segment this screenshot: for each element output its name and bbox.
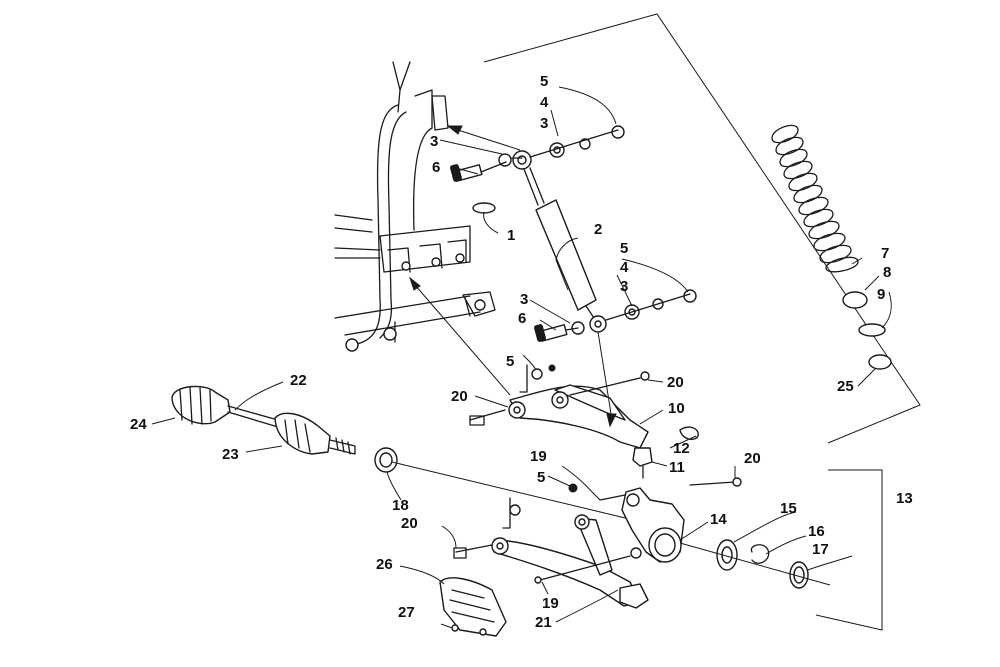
callout-11: 11 <box>669 459 685 476</box>
callout-6: 6 <box>432 159 440 176</box>
callout-18: 18 <box>392 497 409 514</box>
lower-shock-hardware <box>534 289 697 342</box>
callout-21: 21 <box>535 614 552 631</box>
callout-12: 12 <box>673 440 690 457</box>
callout-27: 27 <box>398 604 415 621</box>
callout-26: 26 <box>376 556 393 573</box>
callout-1: 1 <box>507 227 515 244</box>
callout-14: 14 <box>710 511 727 528</box>
steering-knuckle <box>502 477 742 563</box>
callout-9: 9 <box>877 286 885 303</box>
callout-2: 2 <box>594 221 602 238</box>
callout-numbers: 1 2 3 3 3 3 4 4 5 5 5 5 6 6 7 8 9 10 11 … <box>130 73 913 631</box>
callout-5: 5 <box>620 240 628 257</box>
callout-23: 23 <box>222 446 239 463</box>
callout-24: 24 <box>130 416 147 433</box>
shock-absorber <box>512 150 607 333</box>
callout-5: 5 <box>537 469 545 486</box>
spring-seat-parts <box>842 291 892 370</box>
drive-axle <box>171 385 356 455</box>
callout-16: 16 <box>808 523 825 540</box>
callout-19: 19 <box>542 595 559 612</box>
callout-20: 20 <box>401 515 418 532</box>
leader-lines <box>151 86 892 629</box>
callout-4: 4 <box>620 259 629 276</box>
callout-7: 7 <box>881 245 889 262</box>
callout-19: 19 <box>530 448 547 465</box>
callout-20: 20 <box>667 374 684 391</box>
callout-5: 5 <box>506 353 514 370</box>
callout-3: 3 <box>430 133 438 150</box>
spring-group-outline <box>483 13 921 444</box>
lower-a-arm <box>453 514 649 609</box>
callout-5: 5 <box>540 73 548 90</box>
callout-22: 22 <box>290 372 307 389</box>
coil-spring <box>771 124 859 273</box>
callout-20: 20 <box>451 388 468 405</box>
axle-center-line <box>391 461 643 523</box>
callout-20: 20 <box>744 450 761 467</box>
callout-17: 17 <box>812 541 829 558</box>
callout-6: 6 <box>518 310 526 327</box>
callout-15: 15 <box>780 500 797 517</box>
frame-structure <box>334 61 496 352</box>
callout-3: 3 <box>620 278 628 295</box>
skid-plate <box>439 577 507 637</box>
axle-seal <box>374 447 398 473</box>
callout-10: 10 <box>668 400 685 417</box>
callout-13: 13 <box>896 490 913 507</box>
callout-8: 8 <box>883 264 891 281</box>
callout-3: 3 <box>520 291 528 308</box>
callout-25: 25 <box>837 378 854 395</box>
hub-group-bracket <box>815 469 883 631</box>
upper-a-arm <box>469 364 699 479</box>
upper-shock-hardware <box>450 125 625 214</box>
callout-3: 3 <box>540 115 548 132</box>
callout-4: 4 <box>540 94 549 111</box>
assembly-arrows <box>408 125 617 428</box>
wheel-end-parts <box>679 469 883 631</box>
